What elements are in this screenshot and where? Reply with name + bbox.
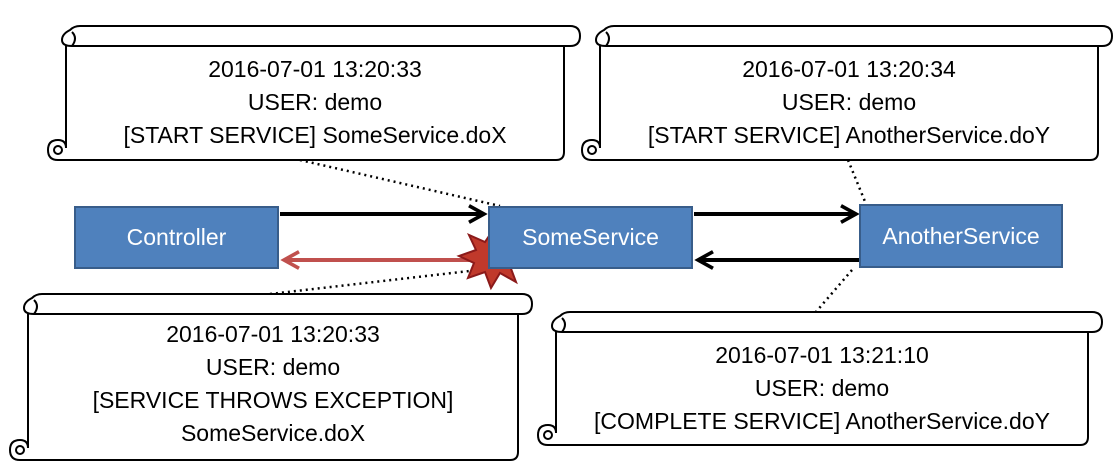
anotherservice-node-label: AnotherService — [882, 222, 1040, 249]
scroll-note-exception-some — [8, 293, 534, 461]
controller-node-label: Controller — [126, 224, 227, 250]
scroll-note-start-some — [46, 25, 582, 161]
scroll-note-start-another — [580, 25, 1114, 161]
connector-complete-another — [814, 269, 853, 314]
connector-start-another — [846, 159, 868, 205]
anotherservice-node: AnotherService — [859, 204, 1063, 268]
scroll-note-complete-another — [536, 311, 1104, 446]
someservice-node: SomeService — [488, 206, 693, 269]
connector-exception-some — [269, 268, 479, 296]
connector-start-some — [299, 158, 501, 208]
someservice-node-label: SomeService — [522, 224, 659, 250]
controller-node: Controller — [74, 206, 279, 269]
